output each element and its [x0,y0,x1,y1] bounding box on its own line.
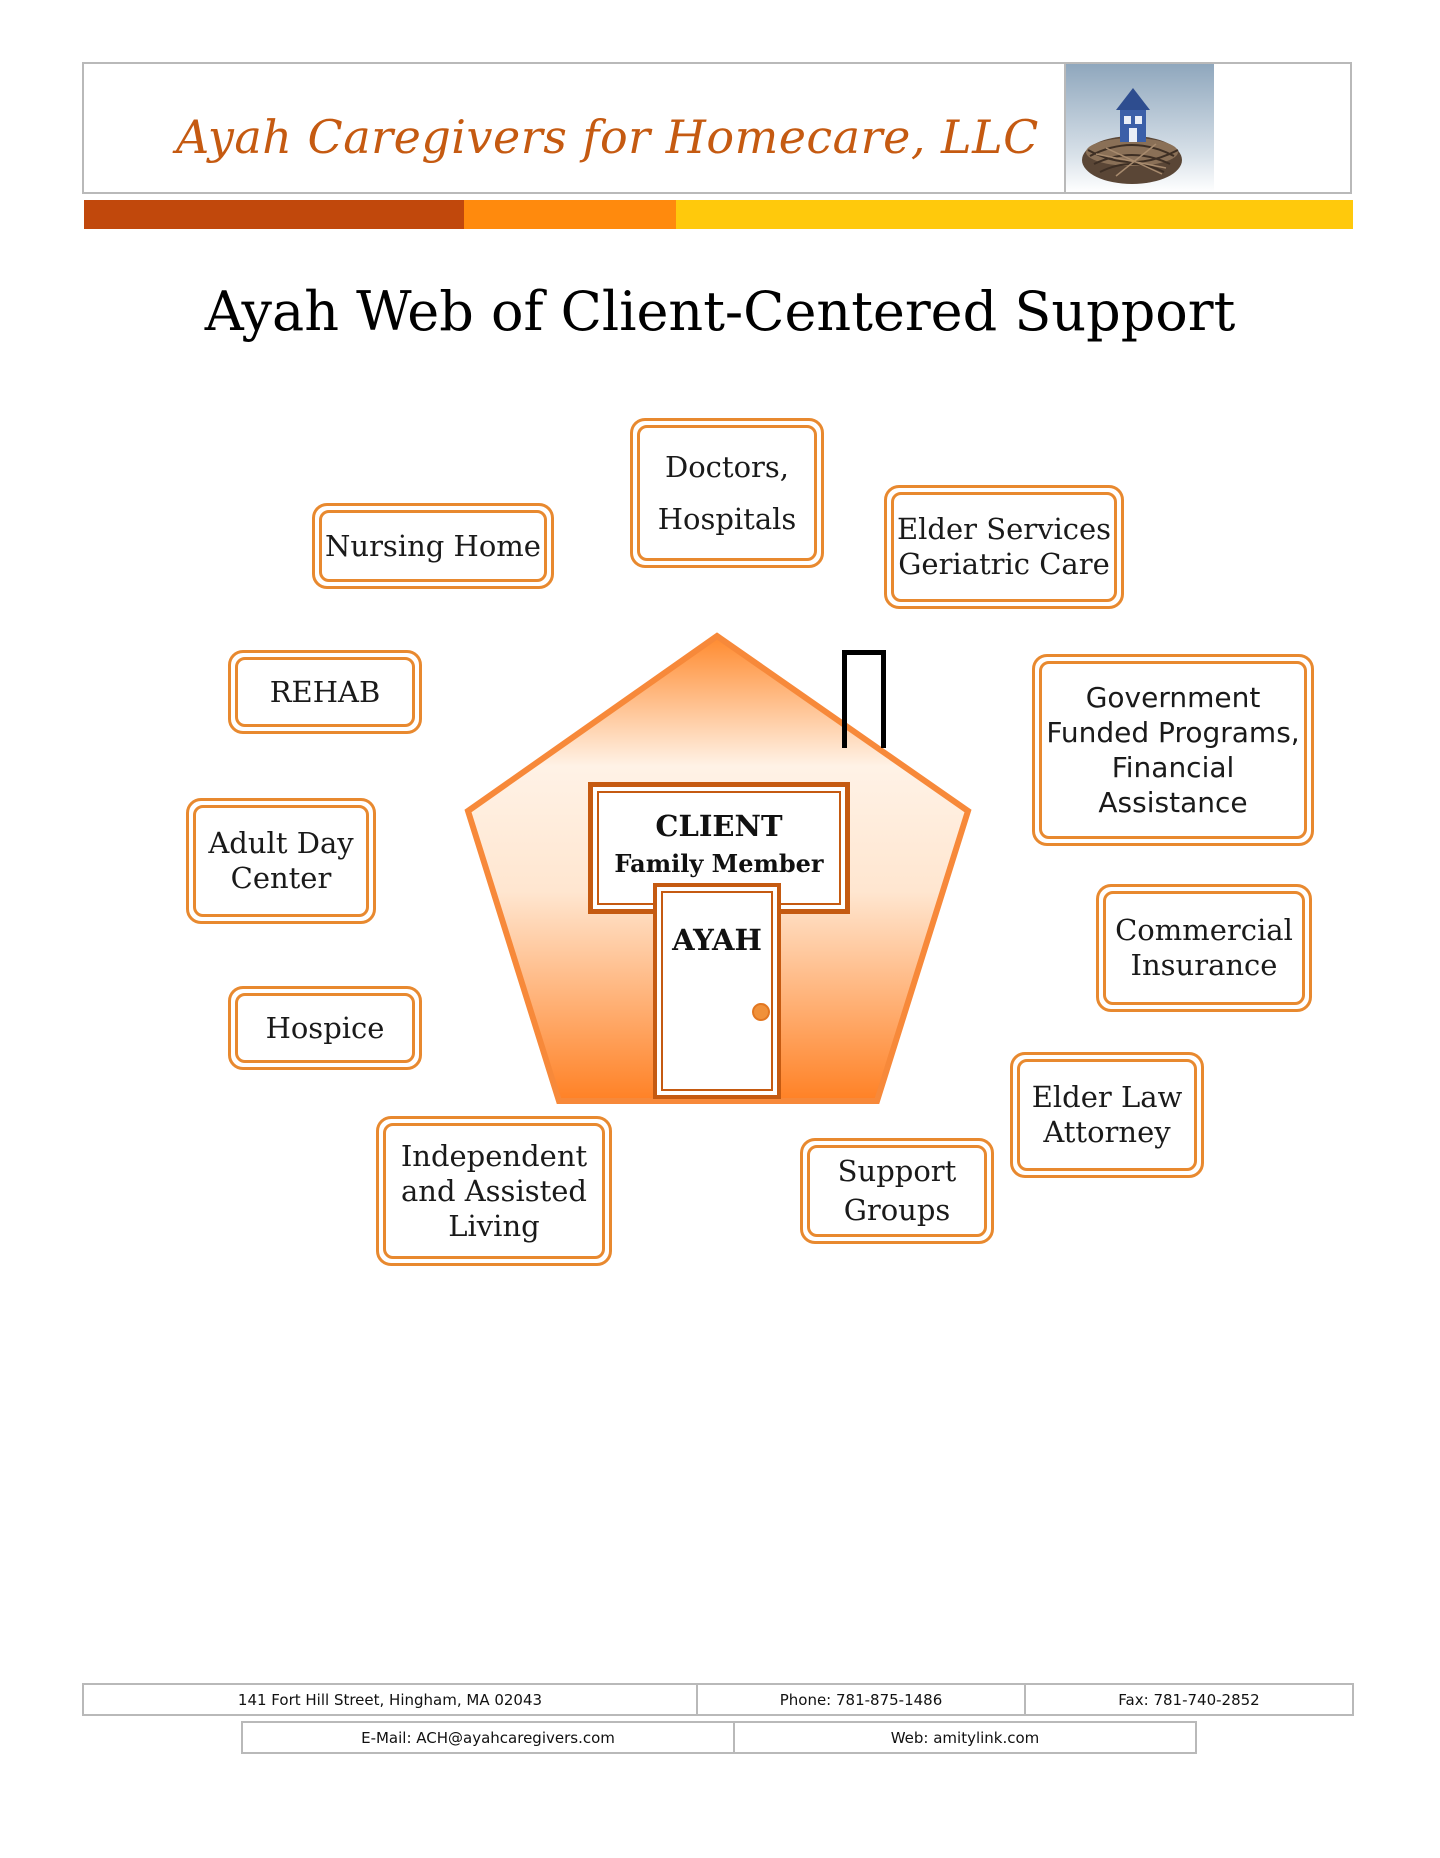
node-doctors-hospitals: Doctors, Hospitals [630,418,824,568]
footer-row-online: E-Mail: ACH@ayahcaregivers.com Web: amit… [241,1721,1197,1754]
node-label: Nursing Home [325,528,541,563]
node-adult-day-center: Adult Day Center [186,798,376,924]
company-name: Ayah Caregivers for Homecare, LLC [176,110,1039,164]
footer-address: 141 Fort Hill Street, Hingham, MA 02043 [84,1685,698,1714]
node-label: Independent and Assisted Living [400,1138,588,1243]
footer-row-contact: 141 Fort Hill Street, Hingham, MA 02043 … [82,1683,1354,1716]
house-in-nest-icon [1066,64,1214,192]
ayah-label: AYAH [672,923,762,957]
node-label: Elder Law Attorney [1031,1080,1183,1149]
node-label: Government Funded Programs, Financial As… [1046,681,1300,819]
footer-web: Web: amitylink.com [890,1728,1040,1747]
client-label: CLIENT [655,809,783,843]
header-stripe-mid [464,200,676,229]
document-title: Ayah Web of Client-Centered Support [204,280,1236,343]
node-label: Elder Services Geriatric Care [896,512,1112,581]
letterhead: Ayah Caregivers for Homecare, LLC [82,62,1352,194]
node-support-groups: Support Groups [800,1138,994,1244]
footer-email: E-Mail: ACH@ayahcaregivers.com [243,1723,735,1752]
node-hospice: Hospice [228,986,422,1070]
node-elder-law-attorney: Elder Law Attorney [1010,1052,1204,1178]
node-rehab: REHAB [228,650,422,734]
node-label: Support Groups [837,1154,957,1227]
family-member-label: Family Member [614,849,824,878]
node-independent-assisted-living: Independent and Assisted Living [376,1116,612,1266]
footer-phone: Phone: 781-875-1486 [698,1685,1026,1714]
node-elder-services: Elder Services Geriatric Care [884,485,1124,609]
node-label: Commercial Insurance [1115,913,1293,982]
node-label: Hospice [265,1010,385,1045]
node-commercial-insurance: Commercial Insurance [1096,884,1312,1012]
chimney [842,650,886,748]
door-knob [752,1003,770,1021]
node-nursing-home: Nursing Home [312,503,554,589]
node-label: REHAB [269,674,381,709]
node-government-programs: Government Funded Programs, Financial As… [1032,654,1314,846]
footer-fax: Fax: 781-740-2852 [1118,1690,1260,1709]
header-stripe-light [676,200,1353,229]
door: AYAH [653,883,781,1099]
header-stripe-dark [84,200,464,229]
node-label: Adult Day Center [208,826,354,895]
node-label: Doctors, Hospitals [657,450,797,536]
logo-cell [1064,64,1350,192]
